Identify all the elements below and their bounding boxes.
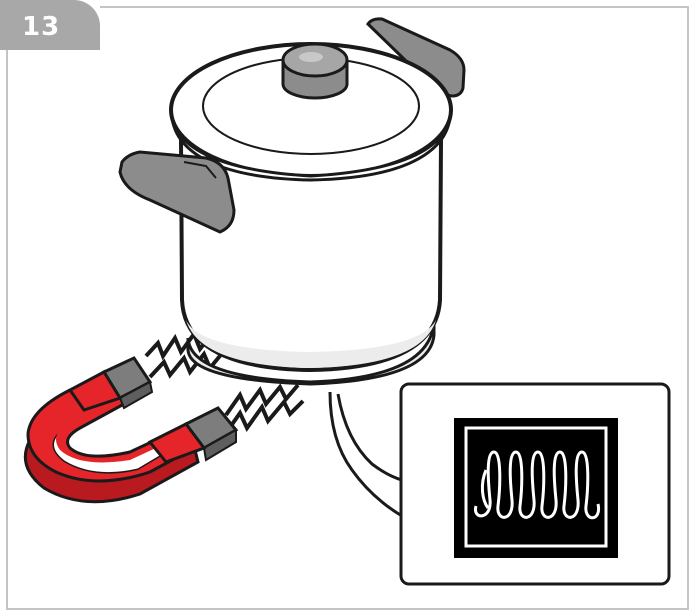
induction-coil-symbol-icon bbox=[454, 418, 618, 558]
callout-pointer bbox=[330, 392, 402, 516]
horseshoe-magnet-icon bbox=[25, 358, 236, 502]
pot-left-handle bbox=[120, 152, 234, 232]
callout-box bbox=[401, 384, 669, 584]
zigzag-line-4 bbox=[226, 401, 303, 433]
